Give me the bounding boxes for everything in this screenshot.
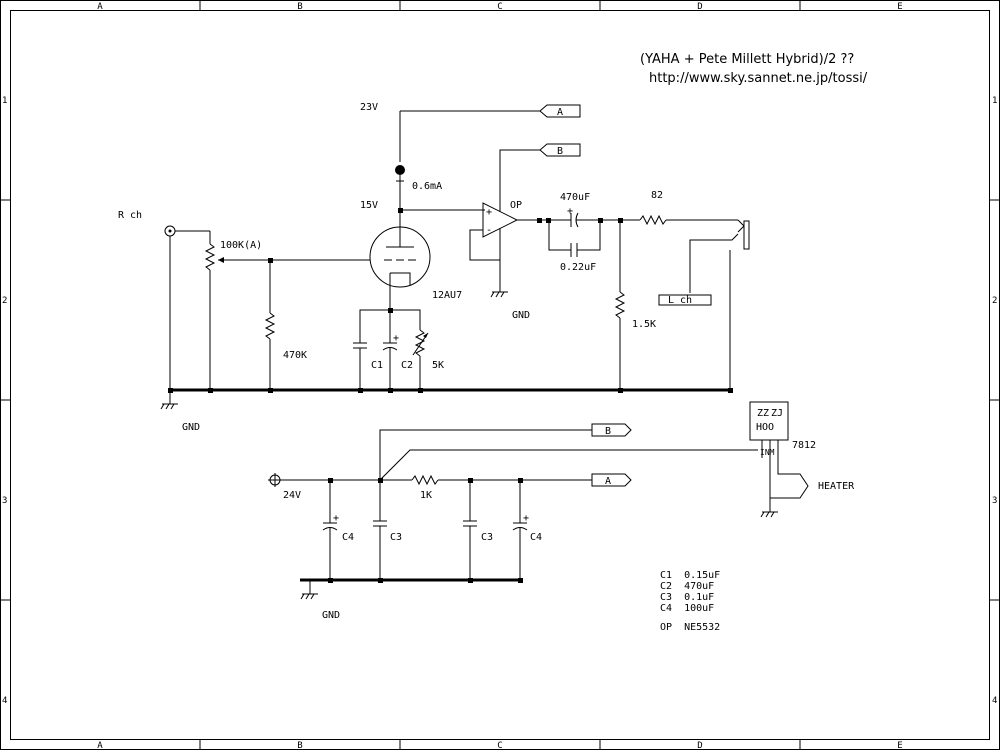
row-label-left: 2 [2, 296, 7, 306]
lch-label: L ch [668, 295, 692, 306]
parts-c1: C1 0.15uF [660, 570, 720, 581]
node-15v-label: 15V [360, 200, 378, 211]
port-b-label: B [557, 146, 563, 157]
main-gnd-label: GND [182, 422, 200, 433]
current-source: 0.6mA [395, 165, 442, 210]
current-label: 0.6mA [412, 181, 442, 192]
regulator-7812: ZZ ZJ HOO INM 7812 HEATER [749, 401, 855, 518]
svg-text:-: - [486, 225, 492, 236]
c2-label: C2 [401, 360, 413, 371]
r82-label: 82 [651, 190, 663, 201]
c1-label: C1 [371, 360, 383, 371]
c3-left-label: C3 [390, 532, 402, 543]
supply-23v-net: 23V A [360, 102, 581, 162]
col-label-bottom: D [697, 741, 702, 750]
trim-5k-label: 5K [432, 360, 444, 371]
psu-gnd-label: GND [322, 610, 340, 621]
row-label-left: 4 [2, 696, 7, 706]
port-b-flag [539, 143, 581, 157]
row-label-left: 1 [2, 96, 7, 106]
r470k-label: 470K [283, 350, 307, 361]
col-label-bottom: A [97, 741, 103, 750]
op-gnd-label: GND [512, 310, 530, 321]
cathode-network: + C1 C2 5K [353, 308, 444, 390]
lch-box [658, 294, 712, 306]
col-label-top: C [497, 2, 502, 12]
resistor-470k: 470K [264, 260, 307, 390]
c4-left-label: C4 [342, 532, 354, 543]
col-label-top: A [97, 2, 103, 12]
output-coupling: + 470uF 0.22uF [517, 192, 640, 273]
op-label: OP [510, 200, 522, 211]
svg-text:+: + [333, 513, 339, 524]
psu-port-b-flag [591, 423, 632, 437]
c4-right-label: C4 [530, 532, 542, 543]
parts-list: C1 0.15uF C2 470uF C3 0.1uF C4 100uF OP … [660, 570, 720, 633]
rch-label: R ch [118, 210, 142, 221]
col-label-top: B [297, 2, 302, 12]
cap-022uf-label: 0.22uF [560, 262, 596, 273]
supply-23v-label: 23V [360, 102, 378, 113]
pot-label: 100K(A) [220, 240, 262, 251]
parts-op: OP NE5532 [660, 622, 720, 633]
row-label-right: 2 [992, 296, 997, 306]
output-network: 82 1.5K L ch [614, 190, 750, 390]
row-label-right: 3 [992, 496, 997, 506]
col-label-bottom: E [897, 741, 902, 750]
rch-input-jack: R ch [118, 210, 210, 390]
reg-face-3: HOO [756, 422, 774, 433]
col-label-top: E [897, 2, 902, 12]
port-a-flag [539, 104, 581, 118]
parts-c3: C3 0.1uF [660, 592, 714, 603]
c3-right-label: C3 [481, 532, 493, 543]
volume-potentiometer: 100K(A) [204, 231, 262, 390]
svg-text:+: + [567, 206, 573, 217]
parts-c2: C2 470uF [660, 581, 714, 592]
reg-label: 7812 [792, 440, 816, 451]
parts-c4: C4 100uF [660, 603, 714, 614]
row-label-right: 4 [992, 696, 997, 706]
svg-text:+: + [523, 513, 529, 524]
reg-face-2: ZJ [771, 408, 783, 419]
op-amp-buffer: + - OP B GND [469, 143, 581, 321]
reg-pins: INM [760, 448, 775, 457]
port-a-label: A [557, 107, 563, 118]
tube-12au7: 12AU7 [369, 226, 462, 310]
schematic-url: http://www.sky.sannet.ne.jp/tossi/ [649, 71, 868, 86]
svg-text:+: + [486, 207, 492, 218]
col-label-top: D [697, 2, 702, 12]
psu-port-a-label: A [605, 476, 611, 487]
heater-label: HEATER [818, 481, 855, 492]
cap-470uf-label: 470uF [560, 192, 590, 203]
col-label-bottom: C [497, 741, 502, 750]
main-ground-bus: GND [160, 388, 733, 433]
psu-port-a-flag [591, 473, 632, 487]
tube-label: 12AU7 [432, 290, 462, 301]
row-label-right: 1 [992, 96, 997, 106]
reg-face-1: ZZ [757, 408, 769, 419]
v24-label: 24V [283, 490, 301, 501]
psu-port-b-label: B [605, 426, 611, 437]
svg-text:+: + [393, 333, 399, 344]
schematic-title: (YAHA + Pete Millett Hybrid)/2 ?? [640, 52, 854, 67]
r1k-label: 1K [420, 490, 432, 501]
row-label-left: 3 [2, 496, 7, 506]
r15k-label: 1.5K [632, 319, 656, 330]
col-label-bottom: B [297, 741, 302, 750]
power-supply: B 24V 1K A + C4 C3 C3 [268, 423, 758, 621]
